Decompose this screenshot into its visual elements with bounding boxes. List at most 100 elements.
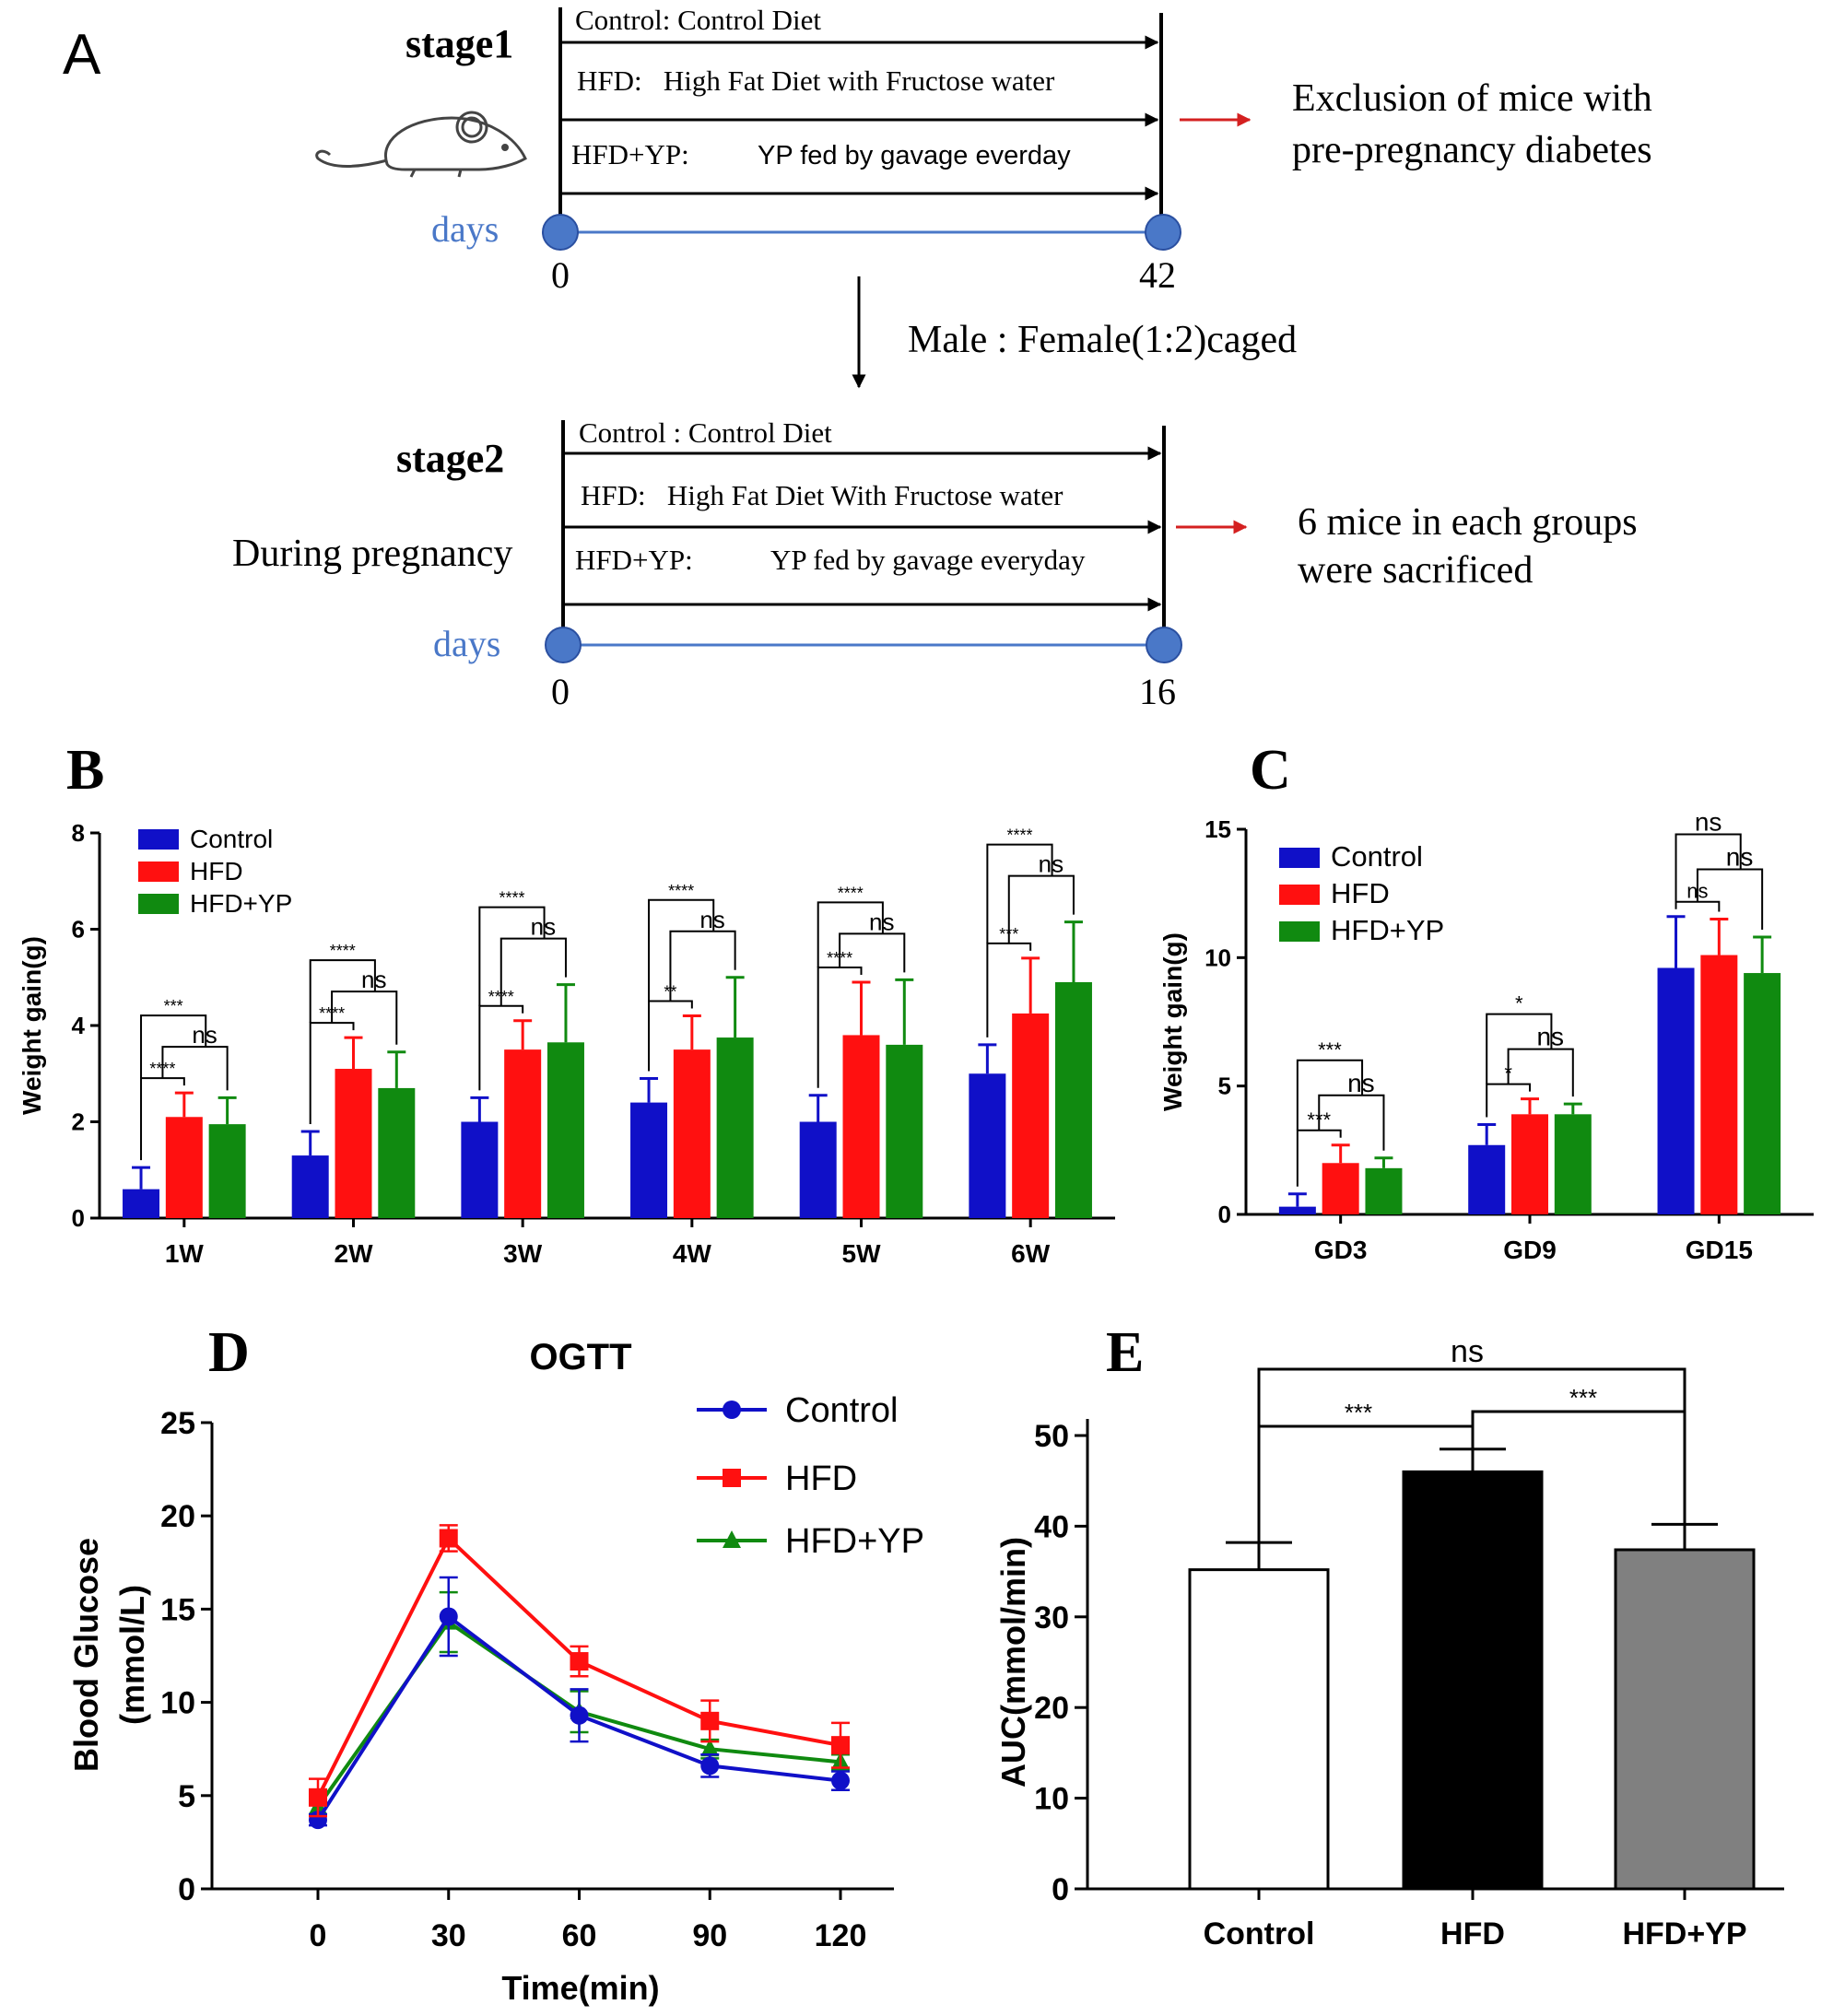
- y-tick-label: 30: [1034, 1600, 1069, 1635]
- stage2-subtitle: During pregnancy: [232, 533, 512, 575]
- sig-label: ns: [1695, 808, 1722, 837]
- chart-title: OGTT: [529, 1337, 631, 1377]
- bar-control: [969, 1073, 1006, 1218]
- x-tick-label: 1W: [165, 1239, 205, 1268]
- stage2-start-node: [545, 627, 582, 663]
- y-tick-label: 50: [1034, 1419, 1069, 1454]
- bracket-hfd-hfdyp: [161, 1046, 229, 1091]
- sig-label: ***: [1569, 1384, 1597, 1412]
- x-tick-label: GD3: [1314, 1236, 1368, 1264]
- bar-control: [630, 1102, 668, 1218]
- bracket-hfd-hfdyp: [1471, 1410, 1686, 1525]
- y-tick-label: 10: [160, 1686, 195, 1721]
- bracket-hfd-hfdyp: [331, 990, 398, 1045]
- legend-marker: [723, 1469, 741, 1487]
- x-tick-label: 4W: [673, 1239, 712, 1268]
- stage2-start-value: 0: [551, 671, 570, 712]
- bar-hfd-yp: [1365, 1167, 1403, 1214]
- sig-label: *: [1515, 992, 1523, 1015]
- legend-swatch: [138, 861, 179, 882]
- y-tick-label: 25: [160, 1406, 195, 1441]
- bar-hfd-yp: [208, 1124, 246, 1218]
- x-tick-label: Control: [1204, 1916, 1315, 1952]
- bar-hfd-yp: [546, 1042, 584, 1218]
- stage2-outcome-line2: were sacrificed: [1298, 549, 1533, 592]
- bar-hfd: [1700, 955, 1738, 1214]
- x-tick-label: 120: [815, 1918, 867, 1953]
- y-tick-label: 40: [1034, 1509, 1069, 1544]
- stage1-start-value: 0: [551, 254, 570, 296]
- bracket-control-hfdyp: [140, 1014, 207, 1079]
- x-tick-label: 90: [692, 1918, 727, 1953]
- stage1-end-node: [1145, 214, 1181, 251]
- y-tick-label: 10: [1034, 1782, 1069, 1817]
- bracket-hfd-hfdyp: [1007, 874, 1075, 944]
- legend-label: HFD: [190, 857, 243, 885]
- bracket-control-hfdyp: [1257, 1367, 1686, 1426]
- y-tick-label: 15: [1205, 815, 1231, 843]
- sig-label: ns: [1039, 850, 1064, 878]
- bar-control: [461, 1121, 499, 1218]
- bracket-hfd-hfdyp: [1507, 1048, 1574, 1097]
- y-tick-label: 0: [1052, 1872, 1069, 1907]
- sig-label: ****: [330, 942, 356, 960]
- bracket-control-hfdyp: [478, 906, 546, 1006]
- x-tick-label: HFD+YP: [1622, 1916, 1746, 1952]
- x-tick-label: 3W: [503, 1239, 543, 1268]
- bar-hfd-yp: [886, 1044, 923, 1218]
- panel-label: E: [1106, 1321, 1144, 1384]
- legend-swatch: [1279, 921, 1320, 942]
- y-tick-label: 0: [178, 1872, 195, 1907]
- stage1-row-hfdyp-detail: YP fed by gavage everday: [758, 141, 1071, 170]
- sig-label: ns: [1726, 843, 1754, 872]
- bar-control: [1188, 1568, 1330, 1891]
- data-point: [700, 1739, 720, 1757]
- sig-label: ****: [1006, 826, 1032, 845]
- legend-label: Control: [785, 1391, 899, 1430]
- sig-label: ns: [1536, 1023, 1564, 1051]
- stage1-outcome-line2: pre-pregnancy diabetes: [1292, 129, 1652, 171]
- y-tick-label: 2: [72, 1108, 85, 1136]
- x-tick-label: 0: [310, 1918, 327, 1953]
- stage1-row-hfdyp: HFD+YP:: [571, 138, 689, 170]
- y-tick-label: 0: [1218, 1201, 1231, 1228]
- stage1-end-value: 42: [1139, 254, 1176, 296]
- y-axis-label: (mmol/L): [113, 1585, 151, 1725]
- sig-label: ns: [699, 906, 724, 933]
- sig-label: ****: [838, 884, 864, 902]
- x-tick-label: 30: [431, 1918, 466, 1953]
- data-point: [700, 1756, 720, 1776]
- y-tick-label: 20: [160, 1499, 195, 1534]
- bar-control: [1278, 1206, 1316, 1214]
- legend-label: HFD+YP: [190, 889, 292, 918]
- y-tick-label: 8: [72, 819, 85, 847]
- bar-hfd-yp: [1614, 1548, 1756, 1891]
- bracket-control-hfdyp: [1486, 1013, 1553, 1084]
- panel-a: A stage1 Control: Control Diet HFD: High…: [63, 4, 1652, 712]
- bracket-control-hfdyp: [1296, 1059, 1364, 1131]
- stage1-title: stage1: [405, 21, 513, 66]
- x-tick-label: HFD: [1440, 1916, 1505, 1952]
- stage1-row-hfd: HFD: High Fat Diet with Fructose water: [577, 64, 1055, 97]
- bar-hfd-yp: [1054, 981, 1092, 1218]
- y-axis-label: Weight gain(g): [1158, 932, 1187, 1111]
- bar-hfd-yp: [1744, 973, 1781, 1214]
- bracket-hfd-hfdyp: [499, 937, 567, 1006]
- bar-control: [799, 1121, 837, 1218]
- sig-label: ns: [1347, 1069, 1375, 1097]
- legend-label: Control: [1331, 840, 1423, 873]
- y-tick-label: 0: [72, 1204, 85, 1232]
- bar-hfd: [1402, 1470, 1544, 1891]
- panel-a-label: A: [63, 23, 101, 87]
- x-axis-label: Time(min): [501, 1969, 659, 2007]
- stage2-outcome-line1: 6 mice in each groups: [1298, 501, 1638, 544]
- legend-marker: [723, 1530, 741, 1548]
- bar-hfd-yp: [1554, 1114, 1592, 1214]
- bar-hfd: [165, 1117, 203, 1218]
- bracket-hfd-hfdyp: [1696, 868, 1764, 931]
